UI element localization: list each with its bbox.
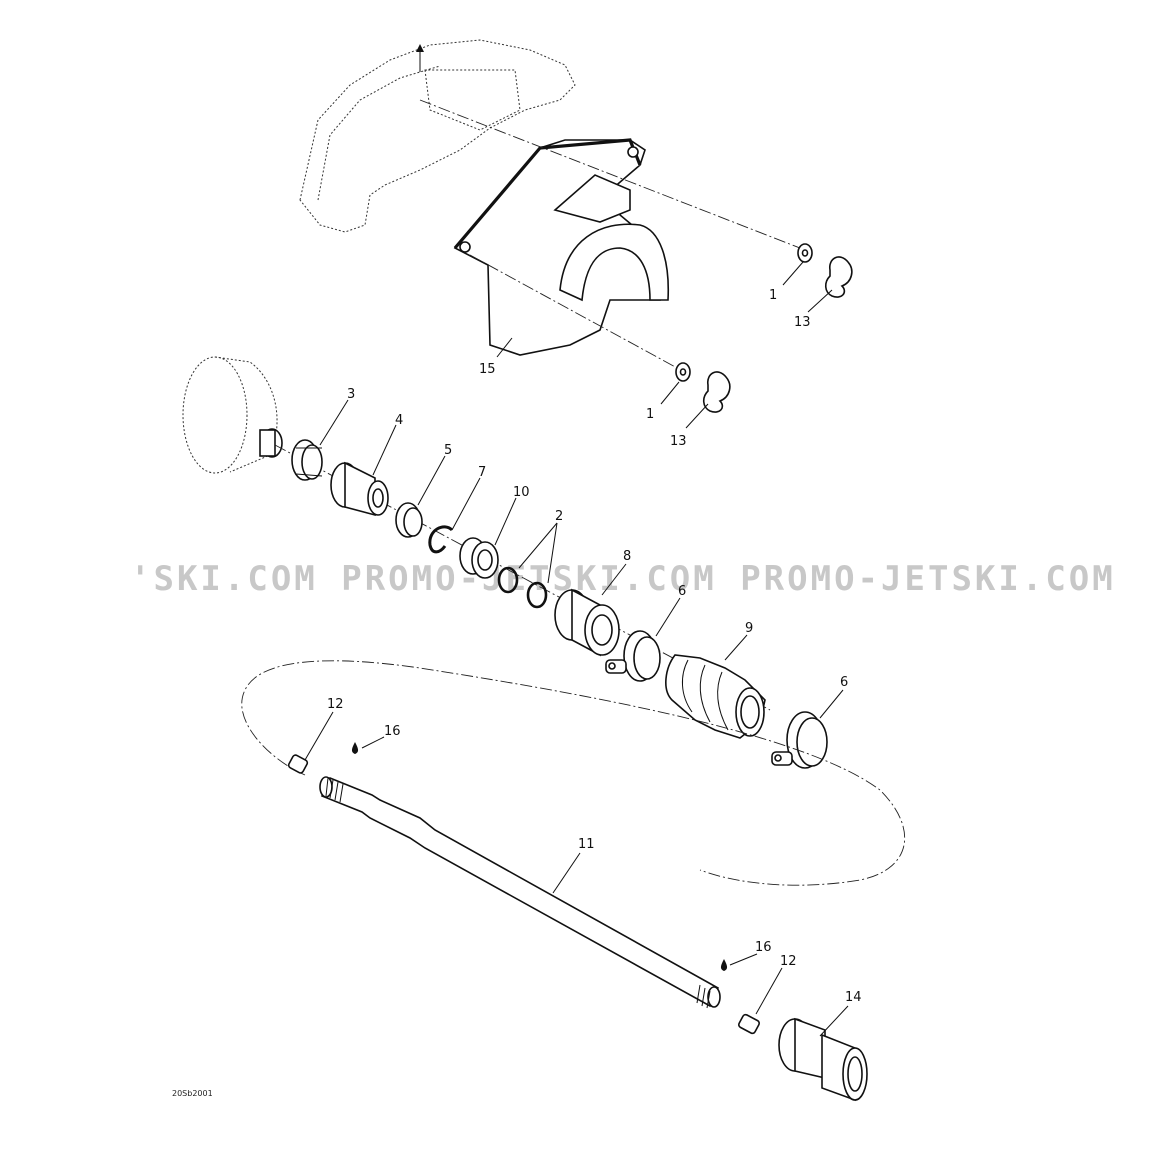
callout-1a: 1 bbox=[769, 288, 777, 303]
leader-lines bbox=[304, 261, 849, 1037]
driveshaft-part-11 bbox=[319, 776, 721, 1009]
clamp-part-5 bbox=[395, 502, 423, 538]
spacer-part-12b bbox=[738, 1013, 760, 1035]
callout-16a: 16 bbox=[384, 724, 401, 739]
axis-loop bbox=[241, 660, 905, 886]
bearing-part-10 bbox=[459, 537, 499, 579]
callout-9: 9 bbox=[745, 621, 753, 636]
callout-6a: 6 bbox=[678, 584, 686, 599]
wing-nut-part-13a bbox=[824, 256, 853, 298]
clamp-part-3 bbox=[291, 439, 323, 481]
clamp-part-6a bbox=[605, 630, 661, 682]
callout-7: 7 bbox=[478, 465, 486, 480]
watermark-text: 'SKI.COM PROMO-JETSKI.COM PROMO-JETSKI.C… bbox=[130, 559, 1116, 599]
callout-4: 4 bbox=[395, 413, 403, 428]
coupler-part-14 bbox=[778, 1017, 868, 1102]
callout-14: 14 bbox=[845, 990, 862, 1005]
callout-15: 15 bbox=[479, 362, 496, 377]
callout-10: 10 bbox=[513, 485, 530, 500]
boot-part-4 bbox=[330, 461, 389, 517]
grease-drop-icon-16b bbox=[720, 959, 728, 971]
callout-12a: 12 bbox=[327, 697, 344, 712]
callout-13a: 13 bbox=[794, 315, 811, 330]
bellows-boot-part-9 bbox=[665, 654, 766, 739]
spacer-part-12a bbox=[287, 754, 309, 774]
axis-line-upper bbox=[419, 99, 806, 251]
callout-12b: 12 bbox=[780, 954, 797, 969]
callout-11: 11 bbox=[578, 837, 595, 852]
grease-drop-icon-16a bbox=[351, 742, 359, 754]
callout-3: 3 bbox=[347, 387, 355, 402]
callout-labels: 1 13 15 1 13 3 4 5 7 10 2 8 6 9 6 12 16 … bbox=[327, 288, 862, 1005]
callout-13b: 13 bbox=[670, 434, 687, 449]
o-ring-part-2b bbox=[526, 581, 548, 609]
circlip-part-7 bbox=[428, 525, 454, 554]
callout-8: 8 bbox=[623, 549, 631, 564]
axis-line-lower bbox=[469, 254, 691, 376]
callout-6b: 6 bbox=[840, 675, 848, 690]
washer-part-1a bbox=[797, 243, 813, 263]
drawing-reference: 20Sb2001 bbox=[172, 1089, 213, 1098]
sleeve-part-8 bbox=[554, 588, 620, 657]
washer-part-1b bbox=[675, 362, 691, 382]
wing-nut-part-13b bbox=[702, 371, 731, 413]
engine-housing-outline bbox=[182, 356, 283, 474]
callout-2: 2 bbox=[555, 509, 563, 524]
clamp-part-6b bbox=[771, 711, 828, 769]
callout-16b: 16 bbox=[755, 940, 772, 955]
cover-part-15 bbox=[453, 138, 670, 356]
callout-5: 5 bbox=[444, 443, 452, 458]
o-ring-part-2a bbox=[497, 566, 519, 594]
callout-1b: 1 bbox=[646, 407, 654, 422]
